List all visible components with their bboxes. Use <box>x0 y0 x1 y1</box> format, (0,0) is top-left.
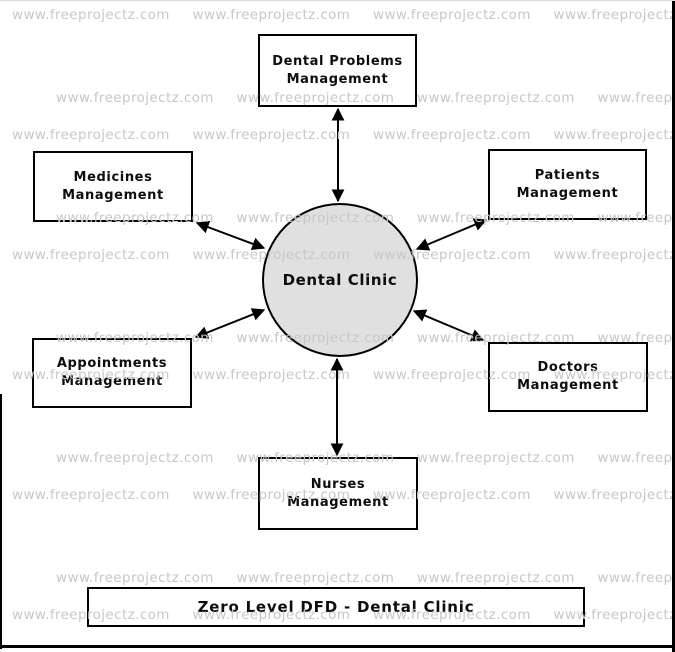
entity-label-line1: Doctors <box>537 360 599 375</box>
entity-label: Dental Problems Management <box>272 53 403 89</box>
title-box: Zero Level DFD - Dental Clinic <box>87 587 585 627</box>
entity-label-line1: Appointments <box>56 356 168 371</box>
entity-label-line2: Management <box>287 494 389 510</box>
entity-label: Appointments Management <box>57 355 167 391</box>
entity-label: Patients Management <box>517 167 619 203</box>
frame-edge-bottom <box>0 645 675 648</box>
entity-label-line1: Nurses <box>310 476 366 492</box>
arrow-doctors-to-process <box>412 309 485 342</box>
entity-label-line2: Management <box>62 187 164 203</box>
entity-label-line2: Management <box>61 374 163 389</box>
entity-label: Nurses Management <box>287 476 389 512</box>
entity-label-line2: Management <box>517 378 619 393</box>
entity-label-line1: Dental Problems <box>272 53 403 69</box>
frame-edge-left <box>0 394 2 649</box>
entity-label-line1: Patients <box>534 167 601 183</box>
entity-box-dental-problems-management: Dental Problems Management <box>258 34 417 107</box>
entity-box-nurses-management: Nurses Management <box>258 457 418 530</box>
arrow-patients-to-process <box>415 218 488 251</box>
frame-edge-right <box>672 1 675 652</box>
arrow-medicines-to-process <box>195 221 266 250</box>
arrow-appointments-to-process <box>194 308 266 339</box>
diagram-title: Zero Level DFD - Dental Clinic <box>197 598 475 616</box>
entity-label-line1: Medicines <box>73 169 153 185</box>
process-circle-dental-clinic: Dental Clinic <box>262 203 418 357</box>
entity-label-line2: Management <box>516 185 619 201</box>
entity-box-patients-management: Patients Management <box>488 149 647 220</box>
entity-box-doctors-management: Doctors Management <box>488 342 648 412</box>
entity-box-appointments-management: Appointments Management <box>32 338 192 408</box>
process-label: Dental Clinic <box>282 271 398 289</box>
entity-label-line2: Management <box>286 71 389 87</box>
entity-box-medicines-management: Medicines Management <box>33 151 193 222</box>
entity-label: Medicines Management <box>62 169 164 205</box>
entity-label: Doctors Management <box>517 359 619 395</box>
